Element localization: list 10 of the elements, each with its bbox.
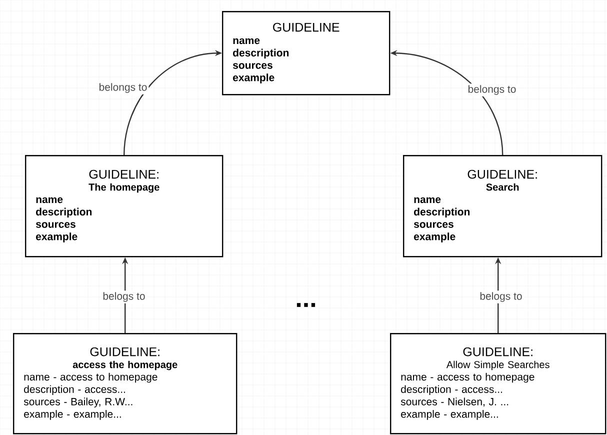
ellipsis-label: ...: [296, 303, 316, 307]
guideline-box: GUIDELINE: access the homepage name - access to homepage description - access... sources - Bailey, R.W... example - example...: [13, 332, 238, 434]
guideline-box: GUIDELINE name description sources example: [222, 11, 390, 96]
edge-label: belongs to: [97, 82, 149, 94]
guideline-box: GUIDELINE: The homepage name description sources example: [25, 155, 224, 258]
edge-label: belongs to: [466, 84, 518, 96]
edge-label: belogs to: [478, 290, 524, 304]
guideline-box: GUIDELINE: Allow Simple Searches name - access to homepage description - access... sources - Nielsen, J. ... example - example...: [390, 332, 606, 434]
edge-label: belogs to: [101, 290, 147, 304]
guideline-box: GUIDELINE: Search name description sources example: [403, 155, 602, 258]
